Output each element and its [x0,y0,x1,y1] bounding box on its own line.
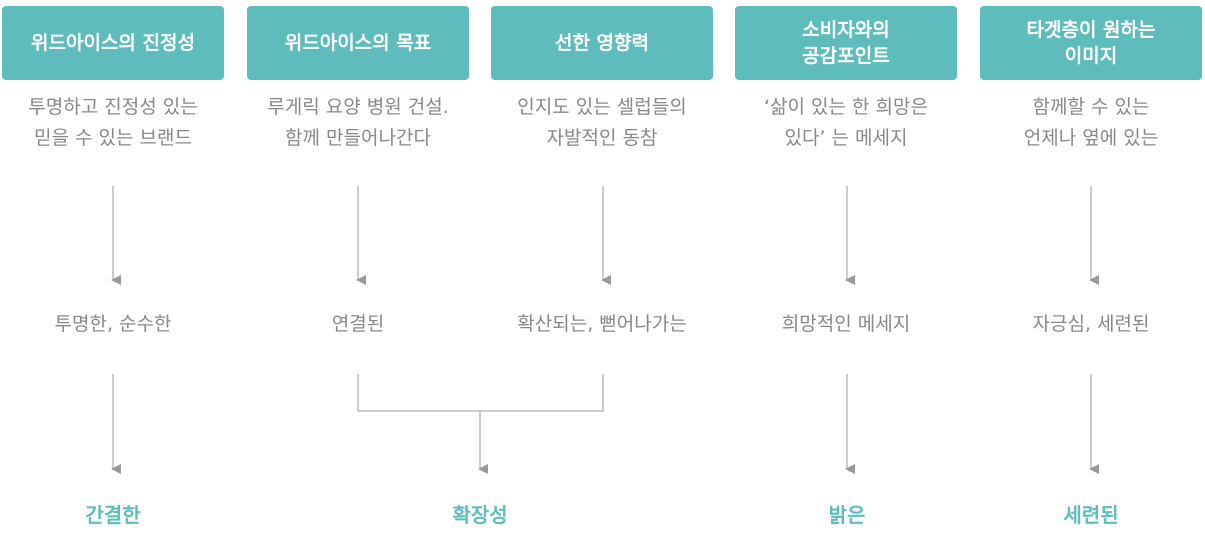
header-line: 이미지 [1064,45,1118,67]
header-line: 소비자와의 [802,19,890,41]
column-1: 위드아이스의 진정성 투명하고 진정성 있는 믿을 수 있는 브랜드 투명한, … [2,0,224,541]
result-2: 확장성 [452,503,508,527]
desc-line: 투명하고 진정성 있는 [28,96,198,118]
column-2: 위드아이스의 목표 루게릭 요양 병원 건설. 함께 만들어나간다 연결된 [247,0,469,541]
column-4-description: ‘삶이 있는 한 희망은 있다’ 는 메세지 [735,92,957,154]
desc-line: 언제나 옆에 있는 [1023,127,1159,149]
header-line: 선한 영향력 [554,32,649,54]
column-3-description: 인지도 있는 셀럽들의 자발적인 동참 [491,92,713,154]
desc-line: 함께 만들어나간다 [285,127,431,149]
column-3: 선한 영향력 인지도 있는 셀럽들의 자발적인 동참 확산되는, 뻗어나가는 [491,0,713,541]
desc-line: 인지도 있는 셀럽들의 [517,96,687,118]
desc-line: 루게릭 요양 병원 건설. [267,96,449,118]
desc-line: 믿을 수 있는 브랜드 [34,127,192,149]
result-3: 밝은 [828,503,866,527]
result-4: 세련된 [1063,503,1119,527]
desc-line: ‘삶이 있는 한 희망은 [764,96,928,118]
desc-line: 있다’ 는 메세지 [784,127,908,149]
column-3-keyword: 확산되는, 뻗어나가는 [517,313,687,335]
column-2-header: 위드아이스의 목표 [247,6,469,80]
column-5-keyword: 자긍심, 세련된 [1032,313,1150,335]
column-1-header: 위드아이스의 진정성 [2,6,224,80]
desc-line: 자발적인 동참 [546,127,658,149]
column-5-header: 타겟층이 원하는 이미지 [980,6,1202,80]
header-line: 위드아이스의 진정성 [31,32,195,54]
column-4-header: 소비자와의 공감포인트 [735,6,957,80]
desc-line: 함께할 수 있는 [1032,96,1150,118]
column-4: 소비자와의 공감포인트 ‘삶이 있는 한 희망은 있다’ 는 메세지 희망적인 … [735,0,957,541]
column-5-description: 함께할 수 있는 언제나 옆에 있는 [980,92,1202,154]
column-3-header: 선한 영향력 [491,6,713,80]
header-line: 타겟층이 원하는 [1026,19,1156,41]
column-1-keyword: 투명한, 순수한 [54,313,172,335]
column-2-keyword: 연결된 [331,313,385,335]
column-5: 타겟층이 원하는 이미지 함께할 수 있는 언제나 옆에 있는 자긍심, 세련된 [980,0,1202,541]
header-line: 공감포인트 [802,45,890,67]
column-1-description: 투명하고 진정성 있는 믿을 수 있는 브랜드 [2,92,224,154]
column-4-keyword: 희망적인 메세지 [781,313,911,335]
result-1: 간결한 [85,503,141,527]
column-2-description: 루게릭 요양 병원 건설. 함께 만들어나간다 [247,92,469,154]
header-line: 위드아이스의 목표 [284,32,432,54]
